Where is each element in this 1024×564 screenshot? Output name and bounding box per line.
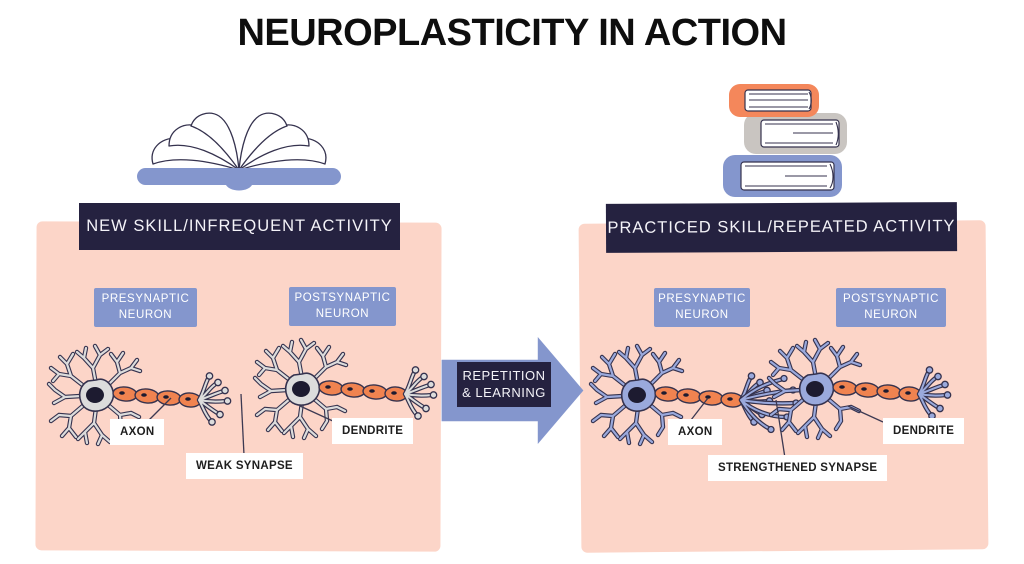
dendrite-pointer-line: [847, 405, 884, 423]
left-presynaptic-neuron-label: PRESYNAPTIC NEURON: [94, 288, 197, 327]
left-dendrite-label: DENDRITE: [332, 418, 414, 444]
left-postsynaptic-neuron-label: POSTSYNAPTIC NEURON: [289, 287, 396, 326]
strengthened-synapse-label: STRENGTHENED SYNAPSE: [708, 455, 888, 481]
right-axon-label: AXON: [668, 419, 723, 445]
left-axon-label: AXON: [110, 419, 165, 445]
book-orange: [729, 84, 819, 117]
right-presynaptic-neuron-label: PRESYNAPTIC NEURON: [654, 288, 750, 327]
book-stack-icon: [723, 84, 847, 197]
axon-pointer-line: [690, 397, 709, 421]
book-gray: [744, 113, 847, 154]
weak-synapse-label: WEAK SYNAPSE: [186, 453, 303, 479]
right-dendrite-label: DENDRITE: [883, 418, 965, 444]
right-postsynaptic-neuron-label: POSTSYNAPTIC NEURON: [836, 288, 946, 327]
neuron-diagram-weak-synapse: [36, 222, 441, 456]
book-blue: [723, 155, 842, 197]
arrow-label-line2: & LEARNING: [462, 384, 546, 400]
dendrite-pointer-line: [299, 405, 336, 423]
neuron-diagram-strengthened-synapse: [580, 222, 987, 459]
weak-synapse-pointer-line: [240, 393, 245, 456]
strengthened-synapse-pointer-line: [775, 399, 786, 459]
arrow-label-line1: REPETITION: [462, 367, 546, 383]
left-panel-header: NEW SKILL/INFREQUENT ACTIVITY: [79, 203, 400, 250]
repetition-learning-badge: REPETITION & LEARNING: [457, 362, 551, 407]
page-title: NEUROPLASTICITY IN ACTION: [237, 12, 787, 54]
axon-pointer-line: [148, 397, 172, 421]
open-book-icon: [137, 112, 341, 191]
